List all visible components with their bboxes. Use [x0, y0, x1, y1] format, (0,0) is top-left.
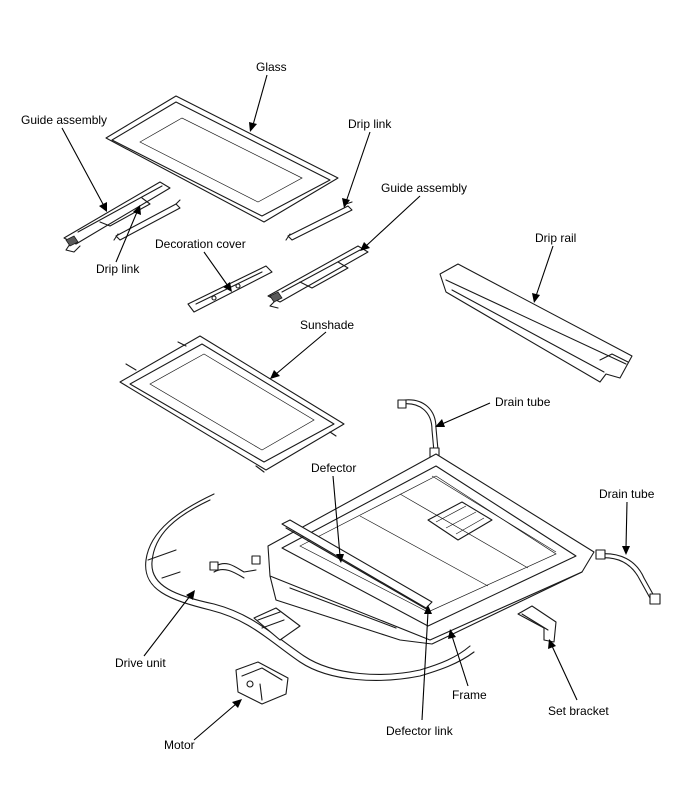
drip-rail-part — [439, 263, 633, 383]
label-motor: Motor — [164, 738, 195, 752]
drain-tube-upper-part — [397, 399, 440, 458]
sunshade-part — [119, 335, 345, 473]
label-drain-tube-right: Drain tube — [599, 487, 655, 501]
defector-part — [281, 519, 433, 611]
label-guide-assembly-left: Guide assembly — [21, 113, 107, 127]
guide-assembly-right-part — [267, 245, 369, 309]
label-sunshade: Sunshade — [300, 318, 354, 332]
drain-tube-right-part — [595, 549, 661, 605]
label-drive-unit: Drive unit — [115, 656, 166, 670]
label-drip-link-lower: Drip link — [96, 262, 140, 276]
label-glass: Glass — [256, 60, 287, 74]
label-guide-assembly-right: Guide assembly — [381, 181, 467, 195]
leader-lines — [61, 74, 630, 741]
guide-assembly-left-part — [63, 181, 171, 253]
label-drip-link-upper: Drip link — [348, 117, 392, 131]
label-drip-rail: Drip rail — [535, 231, 576, 245]
set-bracket-part — [517, 605, 557, 643]
label-defector: Defector — [311, 461, 356, 475]
drip-link-right-part — [285, 201, 353, 241]
label-decoration-cover: Decoration cover — [155, 237, 246, 251]
frame-part — [267, 453, 595, 645]
label-drain-tube-upper: Drain tube — [495, 395, 551, 409]
label-frame: Frame — [452, 688, 487, 702]
glass-part — [105, 95, 339, 223]
drive-unit-part — [145, 493, 475, 681]
label-defector-link: Defector link — [386, 724, 454, 738]
motor-part — [235, 661, 289, 705]
drip-link-left-part — [113, 199, 181, 241]
label-set-bracket: Set bracket — [548, 704, 609, 718]
